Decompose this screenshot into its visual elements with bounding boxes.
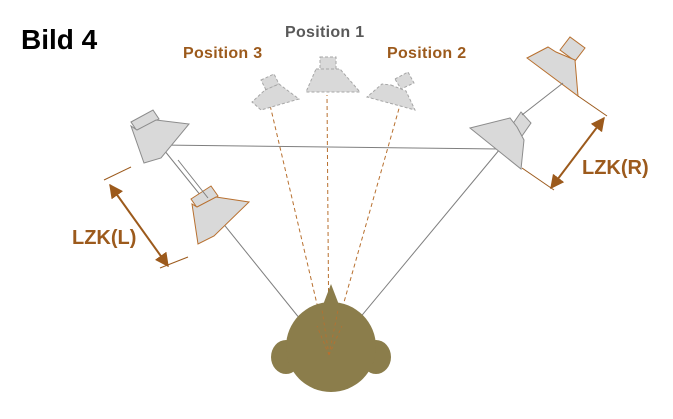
loudspeaker-virtual-position-1-icon — [305, 56, 362, 93]
lzk-right-label: LZK(R) — [582, 157, 649, 179]
lzk-left-arrow — [103, 166, 189, 269]
position-2-label: Position 2 — [387, 45, 467, 62]
listener-head-icon — [271, 284, 391, 392]
figure-title: Bild 4 — [21, 24, 98, 55]
lzk-right-arrow — [521, 95, 608, 191]
loudspeaker-virtual-position-2-icon — [365, 71, 416, 111]
baseline-line — [159, 144, 501, 150]
position-1-label: Position 1 — [285, 24, 365, 41]
loudspeaker-delayed-left-icon — [190, 185, 251, 245]
nose — [321, 284, 341, 310]
loudspeaker-right-icon — [468, 111, 532, 170]
speaker-connector-lines — [177, 82, 564, 199]
position-3-label: Position 3 — [183, 45, 263, 62]
lzk-left-label: LZK(L) — [72, 227, 137, 249]
loudspeaker-left-icon — [130, 109, 190, 164]
loudspeaker-delayed-right-icon — [526, 36, 586, 98]
loudspeaker-virtual-position-3-icon — [251, 73, 301, 111]
listener-view-lines — [316, 309, 343, 356]
